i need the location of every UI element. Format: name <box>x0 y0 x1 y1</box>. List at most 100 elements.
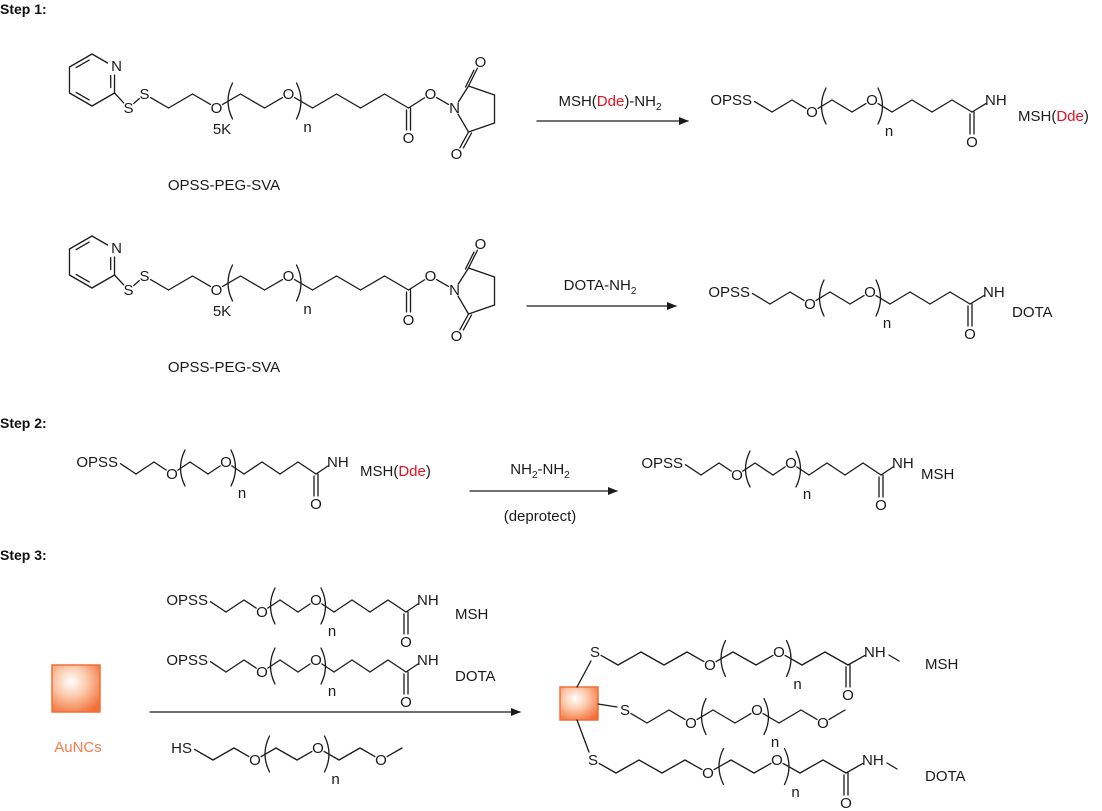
bond <box>68 235 93 250</box>
atom-label-nh: NH <box>327 454 349 471</box>
bond <box>207 465 221 475</box>
bond <box>718 462 732 472</box>
reactant1-mw: 5K <box>213 121 231 138</box>
atom-label-o: O <box>842 687 854 704</box>
bond <box>467 122 496 133</box>
bond <box>576 660 592 688</box>
bond <box>686 651 705 663</box>
bond <box>177 461 191 471</box>
bond <box>828 709 846 721</box>
bond <box>167 93 194 109</box>
bond <box>369 599 389 613</box>
bond <box>405 663 419 673</box>
atom-label-o: O <box>475 236 487 253</box>
repeat-count-n: n <box>885 123 893 140</box>
atom-label-o: O <box>283 86 295 103</box>
repeat-count-n: n <box>771 734 779 751</box>
repeat-bracket-open <box>820 87 827 125</box>
reagent-part: NH <box>510 461 532 478</box>
bond <box>762 712 780 724</box>
repeat-bracket-close <box>320 647 327 685</box>
atom-label-o: O <box>312 740 324 757</box>
bond <box>351 659 371 673</box>
step3-reagent1-start: OPSS <box>166 592 208 609</box>
repeat-bracket-open <box>264 735 271 773</box>
bond <box>951 99 973 113</box>
bond <box>715 651 734 663</box>
atom-label-n: N <box>449 100 460 117</box>
atom-label-o: O <box>785 455 797 472</box>
atom-label-s: S <box>140 268 150 285</box>
step3-reagent1-end: MSH <box>455 606 488 623</box>
bond <box>730 759 755 774</box>
bond <box>742 462 756 472</box>
reagent-part: MSH( <box>558 93 596 110</box>
bond <box>467 67 479 87</box>
bond <box>615 759 640 774</box>
dde-protecting-group: Dde <box>597 93 625 110</box>
bond <box>263 96 284 109</box>
repeat-count-n: n <box>328 683 336 700</box>
reaction2-reagent: DOTA-NH2 <box>564 277 637 297</box>
atom-label-n: N <box>111 58 122 75</box>
bond <box>311 275 338 291</box>
repeat-bracket-close <box>295 82 302 120</box>
bond <box>464 251 475 270</box>
bond <box>886 762 898 770</box>
step3-label: Step 3: <box>0 547 47 563</box>
bond <box>221 93 242 106</box>
bond <box>297 461 317 475</box>
molecular-structures: NSSOOnOONOONSSOOnOONOOOOnONHOOnONHOOnONH… <box>68 53 1007 811</box>
bond <box>113 92 125 104</box>
bond <box>296 750 313 761</box>
bond <box>239 275 266 291</box>
bond <box>459 313 470 331</box>
repeat-count-n: n <box>238 485 246 502</box>
bond <box>321 603 335 613</box>
atom-label-o: O <box>249 752 261 769</box>
reaction1-reagent: MSH(Dde)-NH2 <box>558 93 662 113</box>
atom-label-nh: NH <box>862 752 884 769</box>
repeat-bracket-open <box>227 82 234 120</box>
bond <box>617 651 642 666</box>
bond <box>221 275 242 288</box>
repeat-bracket-open <box>269 647 276 685</box>
atom-label-o: O <box>875 497 887 514</box>
bond <box>297 663 311 673</box>
bond <box>279 599 299 613</box>
end-part: ) <box>426 463 431 480</box>
gold-nanocluster-icon <box>51 664 101 713</box>
bond <box>467 267 496 278</box>
reagent-part: -NH <box>538 461 565 478</box>
bond <box>646 709 670 724</box>
bond <box>279 659 299 673</box>
bond <box>753 762 772 774</box>
bond <box>663 651 688 666</box>
bond <box>467 249 479 269</box>
repeat-count-n: n <box>883 315 891 332</box>
repeat-bracket-close <box>295 264 302 302</box>
bond <box>435 278 450 288</box>
bond <box>133 279 140 287</box>
bond <box>911 99 933 113</box>
bond <box>321 663 335 673</box>
bond <box>753 100 773 113</box>
bond <box>383 93 410 109</box>
bond <box>862 462 882 476</box>
bond <box>713 759 732 771</box>
repeat-bracket-open <box>179 449 186 487</box>
bond <box>338 747 361 761</box>
bond <box>847 654 866 666</box>
bond <box>333 599 353 613</box>
step2-reactant-end: MSH(Dde) <box>360 463 431 480</box>
bond <box>791 99 807 110</box>
atom-label-o: O <box>403 312 415 329</box>
bond <box>457 85 470 103</box>
repeat-bracket-close <box>230 449 237 487</box>
bond <box>684 464 702 476</box>
atom-label-o: O <box>403 130 415 147</box>
atom-label-o: O <box>840 795 852 811</box>
bond <box>600 654 619 666</box>
bond <box>755 654 774 666</box>
